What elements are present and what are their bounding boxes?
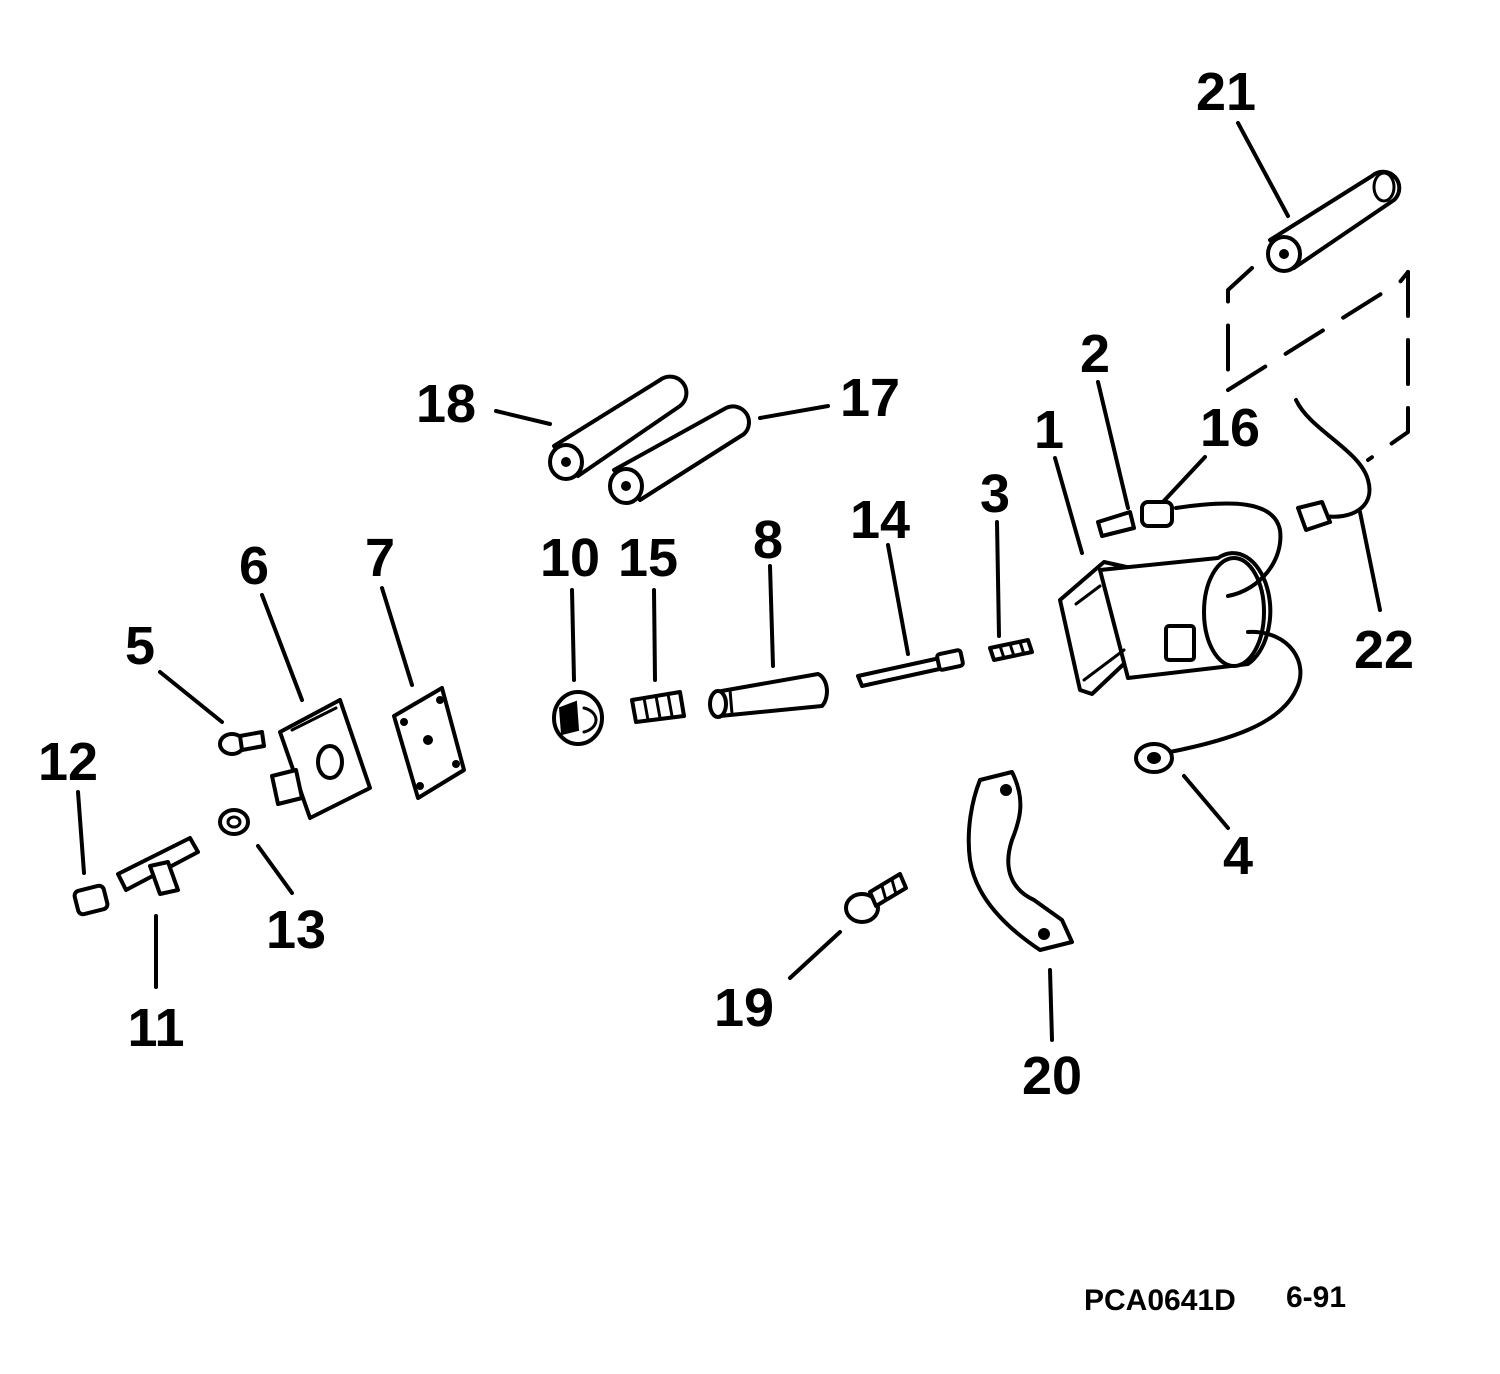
bolt-part-19	[844, 872, 908, 924]
end-cap-part-6	[270, 698, 372, 820]
motor-part-1	[1058, 501, 1303, 754]
callout-6: 6	[239, 536, 269, 596]
callout-14: 14	[850, 490, 910, 550]
callout-20: 20	[1022, 1046, 1082, 1106]
sleeve-part-18	[548, 374, 689, 481]
callout-3: 3	[980, 464, 1010, 524]
plunger-rod-part-14	[856, 648, 965, 688]
drawing-number: PCA0641D	[1084, 1284, 1236, 1317]
washer-part-13	[218, 808, 250, 836]
callout-2: 2	[1080, 324, 1110, 384]
callout-15: 15	[618, 528, 678, 588]
callout-8: 8	[753, 510, 783, 570]
grommet-part-10	[552, 690, 604, 746]
connector-part-16	[1140, 500, 1174, 528]
leader-lines	[76, 121, 1382, 1042]
cap-part-12	[72, 883, 110, 917]
sleeve-part-17	[608, 404, 751, 505]
callout-labels: 1 2 3 4 5 6 7 8 10 11 12 13 14 15 16 17 …	[38, 62, 1414, 1106]
callout-12: 12	[38, 732, 98, 792]
drawing-footer: PCA0641D 6-91	[1084, 1281, 1346, 1317]
date-code: 6-91	[1286, 1281, 1346, 1314]
tee-fitting-part-11	[116, 836, 200, 896]
callout-5: 5	[125, 616, 155, 676]
callout-1: 1	[1034, 400, 1064, 460]
sleeve-part-21	[1266, 169, 1402, 273]
ring-terminal-part-4	[1134, 742, 1174, 774]
callout-4: 4	[1223, 826, 1253, 886]
clamp-part-20	[966, 770, 1074, 952]
callout-10: 10	[540, 528, 600, 588]
connector-part-2	[1096, 510, 1136, 538]
callout-11: 11	[127, 998, 184, 1058]
callout-21: 21	[1196, 62, 1256, 122]
assembly-bracket-dashed	[1226, 266, 1410, 462]
spring-part-3	[988, 638, 1034, 662]
callout-18: 18	[416, 374, 476, 434]
callout-19: 19	[714, 978, 774, 1038]
plunger-part-8	[708, 672, 829, 719]
spring-part-15	[630, 690, 686, 724]
screw-part-5	[218, 730, 266, 756]
callout-22: 22	[1354, 620, 1414, 680]
wire-lead-part-22	[1294, 398, 1372, 532]
gasket-part-7	[392, 686, 466, 800]
callout-7: 7	[365, 528, 395, 588]
callout-17: 17	[840, 368, 900, 428]
callout-16: 16	[1200, 398, 1260, 458]
callout-13: 13	[266, 900, 326, 960]
